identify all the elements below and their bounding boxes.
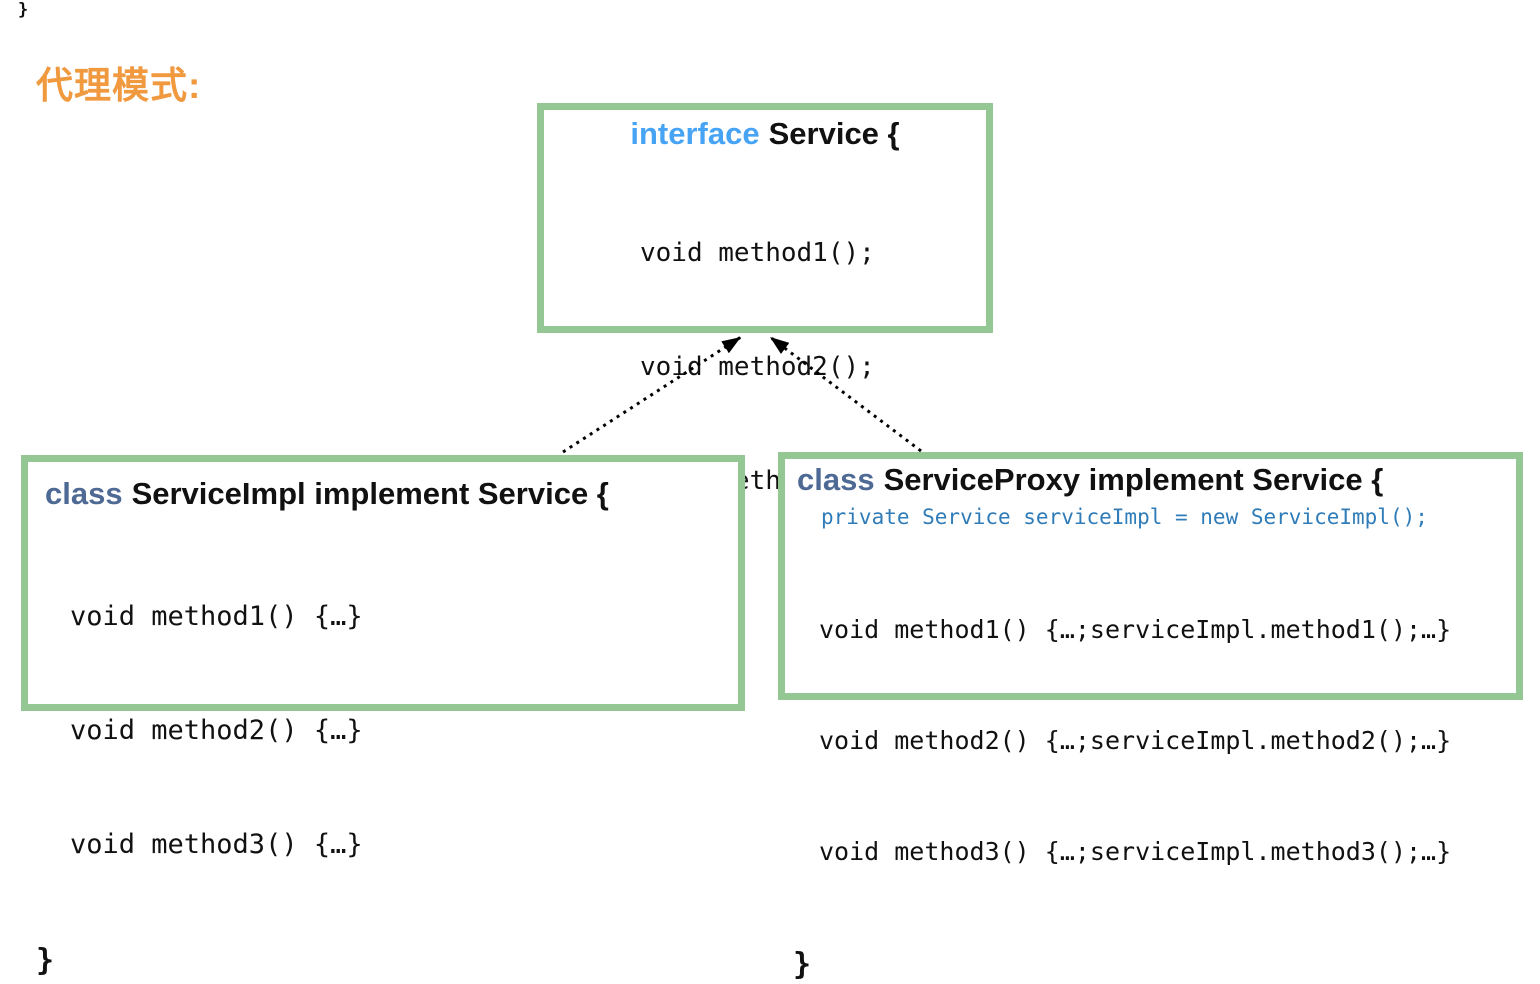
proxy-box-title: ServiceProxy implement Service {	[883, 462, 1384, 497]
diagram-title: 代理模式:	[36, 65, 202, 106]
impl-closing-brace: }	[36, 943, 55, 978]
impl-method-list: void method1() {…} void method2() {…} vo…	[70, 522, 738, 940]
interface-box-title: Service {	[768, 116, 900, 151]
proxy-class-keyword: class	[797, 462, 875, 497]
impl-class-keyword: class	[45, 476, 123, 511]
proxy-closing-brace: }	[793, 947, 812, 982]
interface-keyword: interface	[630, 116, 760, 151]
stray-brace-text: }	[18, 0, 29, 20]
impl-method-1: void method1() {…}	[70, 601, 363, 632]
interface-method-2: void method2();	[640, 352, 875, 382]
proxy-method-2: void method2() {…;serviceImpl.method2();…	[819, 726, 1452, 755]
impl-method-2: void method2() {…}	[70, 715, 363, 746]
proxy-method-3: void method3() {…;serviceImpl.method3();…	[819, 837, 1452, 866]
proxy-field-declaration: private Service serviceImpl = new Servic…	[821, 505, 1428, 529]
proxy-method-1: void method1() {…;serviceImpl.method1();…	[819, 615, 1452, 644]
interface-method-1: void method1();	[640, 238, 875, 268]
proxy-method-list: void method1() {…;serviceImpl.method1();…	[819, 537, 1516, 944]
impl-box-title: ServiceImpl implement Service {	[131, 476, 609, 511]
impl-method-3: void method3() {…}	[70, 829, 363, 860]
